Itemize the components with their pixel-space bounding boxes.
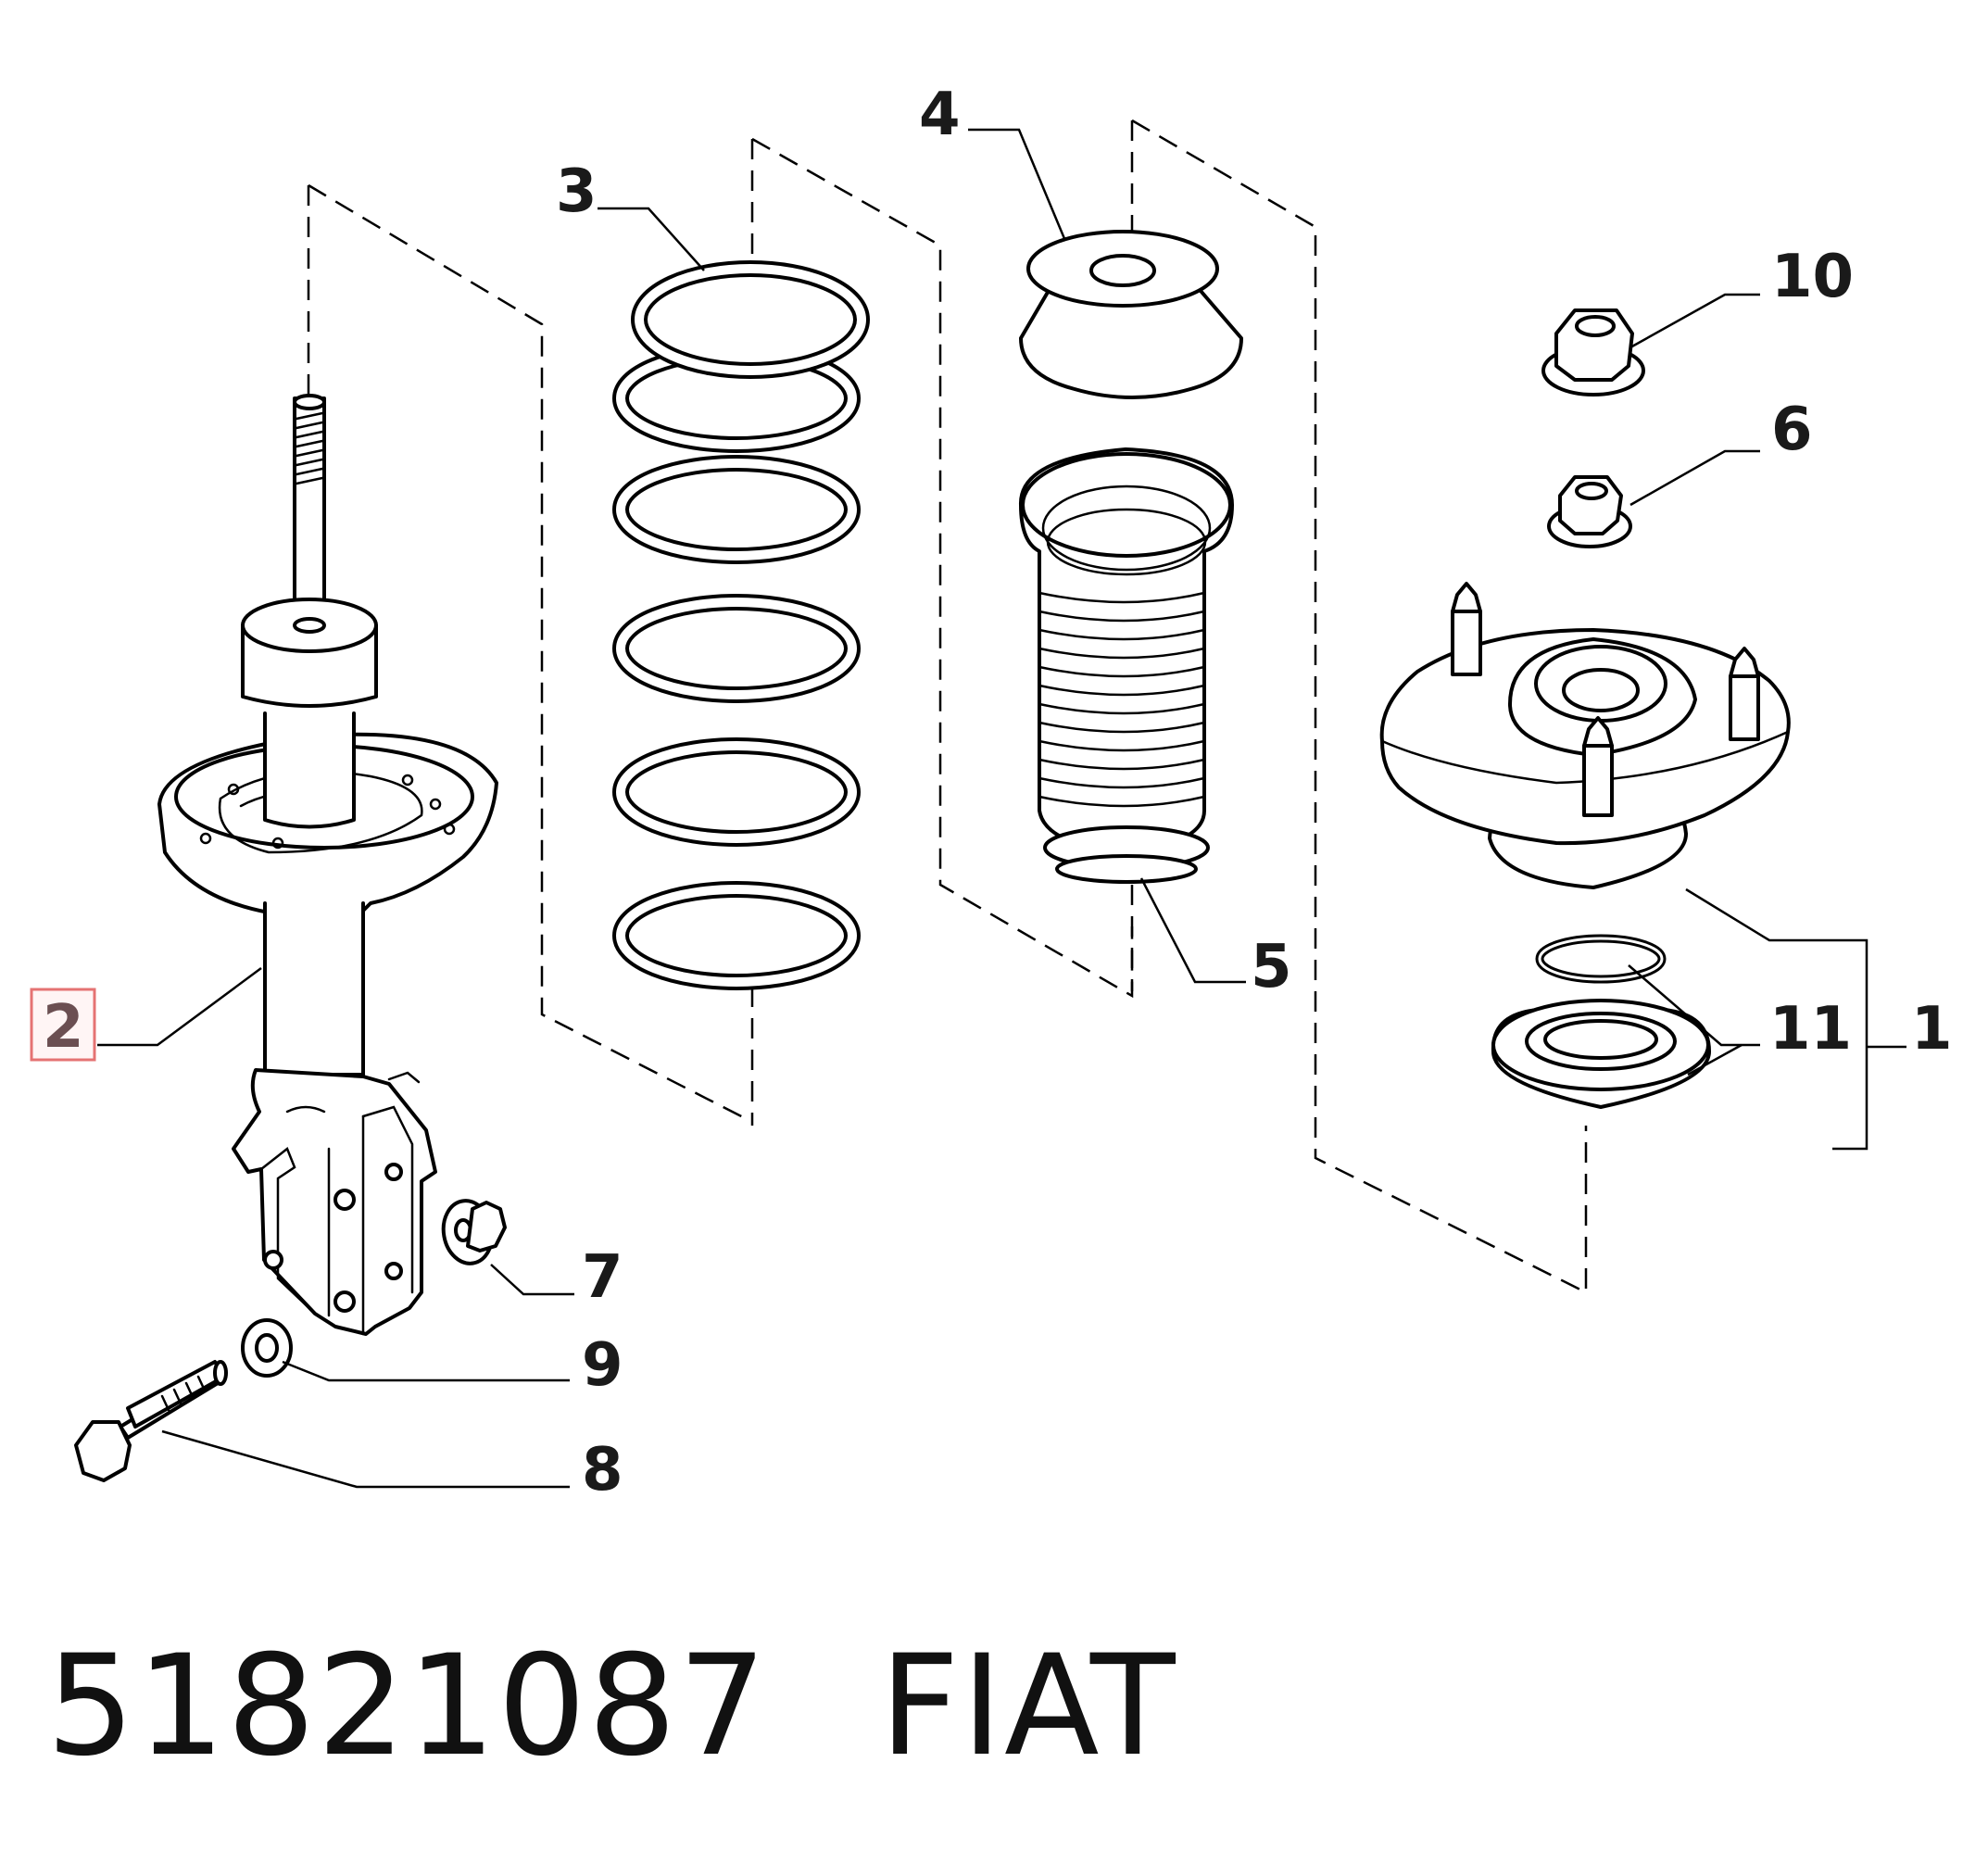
callout-10: 10: [1771, 243, 1854, 311]
brand-name: FIAT: [879, 1626, 1177, 1787]
callout-4: 4: [919, 81, 961, 149]
callout-6: 6: [1771, 396, 1813, 464]
shock-absorber-strut: [157, 394, 498, 1336]
bump-stop: [1019, 230, 1243, 399]
strut-bearing: [1491, 999, 1711, 1109]
washer-9: [241, 1318, 293, 1378]
dust-boot: [1018, 447, 1234, 884]
part-caption: 51821087 FIAT: [46, 1626, 1177, 1787]
o-ring: [1535, 934, 1667, 984]
callout-labels: 2 3 4 5 10 6 11 1 7 9 8: [30, 81, 1953, 1504]
nut-6: [1547, 475, 1632, 548]
callout-2-highlight: [30, 988, 96, 1062]
callout-1: 1: [1911, 995, 1953, 1064]
flange-nut-10: [1541, 308, 1645, 397]
part-number: 51821087: [46, 1626, 769, 1787]
bolt-8: [74, 1360, 228, 1482]
callout-9: 9: [582, 1331, 623, 1400]
callout-7: 7: [582, 1243, 623, 1312]
callout-8: 8: [582, 1436, 623, 1504]
callout-5: 5: [1251, 933, 1292, 1001]
rod-thread-lines: [295, 411, 324, 485]
callout-11: 11: [1769, 995, 1852, 1064]
coil-spring: [612, 260, 870, 990]
leader-lines: [97, 128, 1906, 1489]
callout-3: 3: [556, 157, 598, 226]
top-strut-mount: [1379, 582, 1791, 889]
callout-2: 2: [43, 993, 84, 1062]
flange-nut-7: [441, 1199, 507, 1265]
